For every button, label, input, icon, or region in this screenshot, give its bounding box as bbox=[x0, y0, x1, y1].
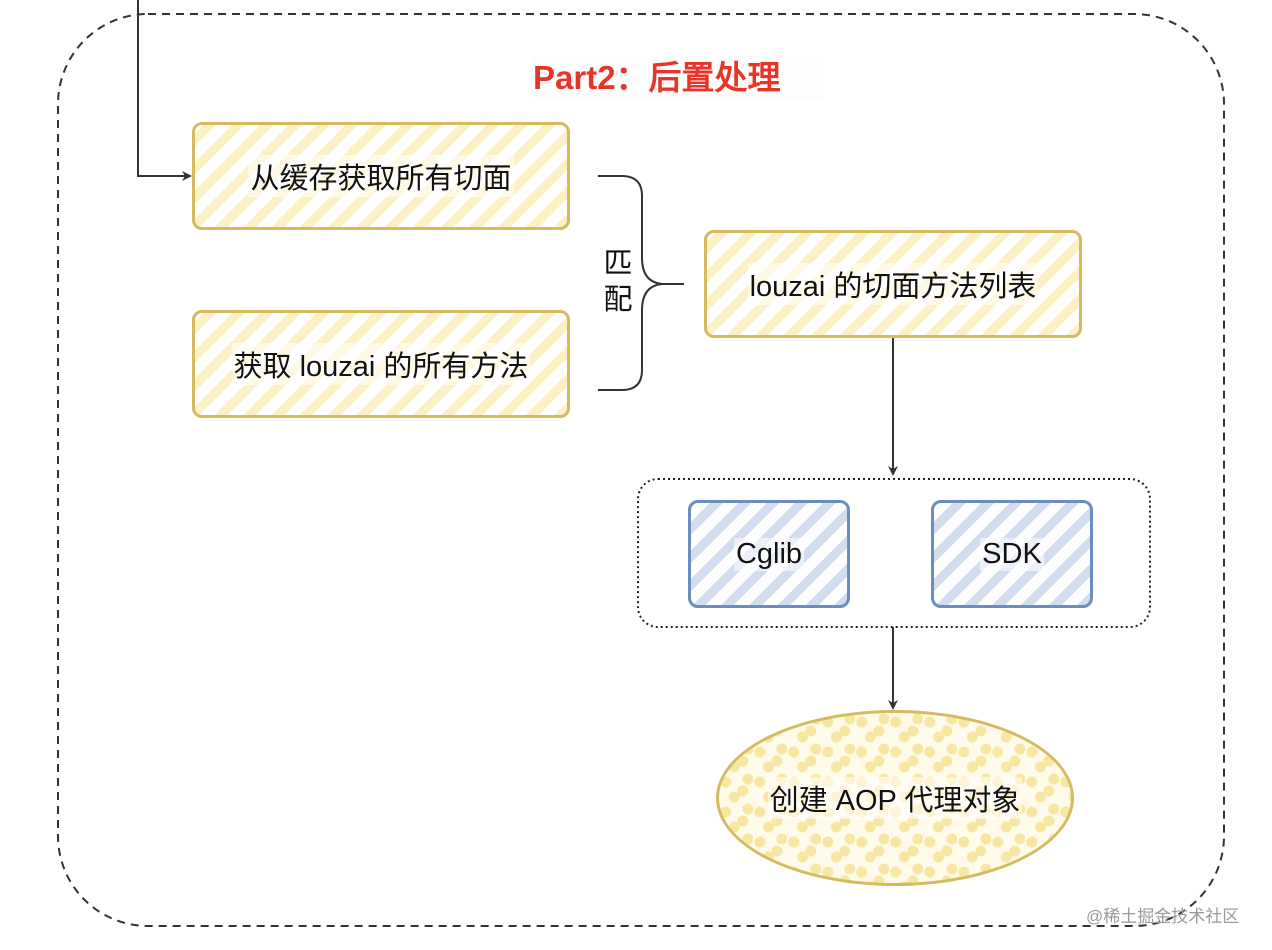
node-create-aop-proxy: 创建 AOP 代理对象 bbox=[716, 710, 1074, 886]
match-brace bbox=[598, 175, 684, 391]
outer-dashed-container bbox=[57, 13, 1225, 927]
node-cglib: Cglib bbox=[688, 500, 850, 608]
watermark: @稀土掘金技术社区 bbox=[1086, 907, 1240, 926]
node-get-all-methods: 获取 louzai 的所有方法 bbox=[192, 310, 570, 418]
node-sdk: SDK bbox=[931, 500, 1093, 608]
node-create-aop-proxy-label: 创建 AOP 代理对象 bbox=[767, 777, 1023, 819]
node-cglib-label: Cglib bbox=[733, 537, 805, 571]
impl-group-container bbox=[637, 478, 1151, 628]
node-get-cached-aspects-label: 从缓存获取所有切面 bbox=[248, 155, 514, 197]
node-get-all-methods-label: 获取 louzai 的所有方法 bbox=[231, 343, 531, 385]
node-get-cached-aspects: 从缓存获取所有切面 bbox=[192, 122, 570, 230]
incoming-connector bbox=[137, 0, 192, 181]
node-aspect-method-list: louzai 的切面方法列表 bbox=[704, 230, 1082, 338]
node-sdk-label: SDK bbox=[980, 537, 1044, 571]
node-aspect-method-list-label: louzai 的切面方法列表 bbox=[747, 263, 1039, 305]
match-label: 匹配 bbox=[603, 248, 633, 316]
section-title: Part2：后置处理 bbox=[533, 56, 823, 100]
